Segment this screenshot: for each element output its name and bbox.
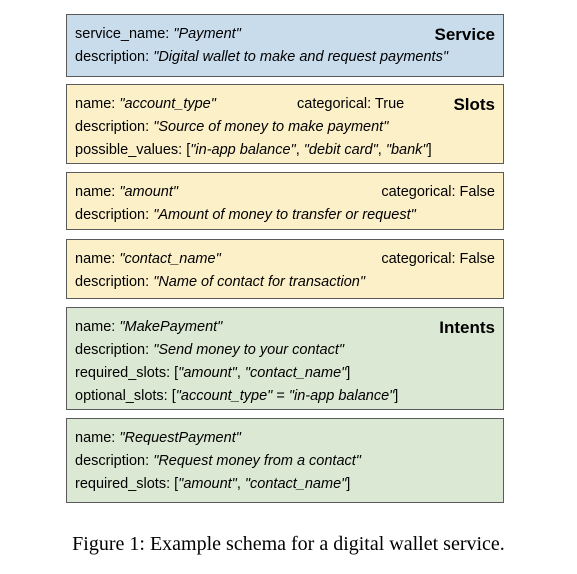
intent-description-value: "Request money from a contact" <box>153 453 361 469</box>
service-description-key: description: <box>75 49 154 65</box>
slot-description-line: description: "Name of contact for transa… <box>75 271 495 294</box>
service-tag: Service <box>434 25 496 44</box>
equals: = <box>272 388 289 404</box>
separator: , <box>295 142 304 158</box>
slot-default-value: "in-app balance" <box>288 388 395 404</box>
intent-description-line: description: "Send money to your contact… <box>75 339 495 362</box>
intent-box-request-payment: name: "RequestPayment" description: "Req… <box>66 418 504 503</box>
bracket-close: ] <box>346 365 351 381</box>
intent-description-line: description: "Request money from a conta… <box>75 450 495 473</box>
slot-categorical: categorical: False <box>381 184 495 200</box>
slot-ref: "contact_name" <box>244 476 347 492</box>
slot-description-line: description: "Amount of money to transfe… <box>75 204 495 227</box>
intent-name-key: name: <box>75 430 120 446</box>
bracket-close: ] <box>394 388 399 404</box>
slot-ref: "amount" <box>178 365 237 381</box>
intent-name-key: name: <box>75 319 120 335</box>
intent-name-value: "MakePayment" <box>119 319 223 335</box>
intent-description-key: description: <box>75 453 154 469</box>
slot-name-value: "amount" <box>119 184 179 200</box>
slot-box-account-type: name: "account_type" categorical: True S… <box>66 84 504 164</box>
slot-ref: "contact_name" <box>244 365 347 381</box>
slot-name-key: name: <box>75 184 120 200</box>
intent-description-value: "Send money to your contact" <box>153 342 345 358</box>
slot-description-key: description: <box>75 119 154 135</box>
slot-description-line: description: "Source of money to make pa… <box>75 116 495 139</box>
possible-value: "in-app balance" <box>190 142 296 158</box>
intent-name-line: name: "RequestPayment" <box>75 427 495 450</box>
intent-required-slots-line: required_slots: ["amount", "contact_name… <box>75 473 495 496</box>
service-box: service_name: "Payment" Service descript… <box>66 14 504 77</box>
separator: , <box>236 476 245 492</box>
intent-name-value: "RequestPayment" <box>119 430 241 446</box>
intents-tag: Intents <box>439 318 495 337</box>
slot-categorical: categorical: True <box>297 96 405 112</box>
slot-name-line: name: "account_type" categorical: True S… <box>75 93 495 116</box>
slot-possible-values-line: possible_values: ["in-app balance", "deb… <box>75 139 495 162</box>
slot-box-contact-name: name: "contact_name" categorical: False … <box>66 239 504 299</box>
slot-description-value: "Amount of money to transfer or request" <box>153 207 416 223</box>
possible-values-key: possible_values: [ <box>75 142 191 158</box>
possible-value: "debit card" <box>303 142 378 158</box>
required-slots-key: required_slots: [ <box>75 365 179 381</box>
slot-description-value: "Source of money to make payment" <box>153 119 389 135</box>
slot-name-key: name: <box>75 96 120 112</box>
slot-description-key: description: <box>75 207 154 223</box>
figure-caption: Figure 1: Example schema for a digital w… <box>72 533 505 555</box>
service-description-line: description: "Digital wallet to make and… <box>75 46 495 69</box>
intent-description-key: description: <box>75 342 154 358</box>
possible-value: "bank" <box>385 142 428 158</box>
slot-categorical: categorical: False <box>381 251 495 267</box>
intent-box-make-payment: name: "MakePayment" Intents description:… <box>66 307 504 410</box>
intent-name-line: name: "MakePayment" Intents <box>75 316 495 339</box>
slot-name-value: "contact_name" <box>119 251 221 267</box>
slot-name-value: "account_type" <box>119 96 216 112</box>
slot-box-amount: name: "amount" categorical: False descri… <box>66 172 504 230</box>
service-name-line: service_name: "Payment" Service <box>75 23 495 46</box>
slot-ref: "account_type" <box>175 388 273 404</box>
separator: , <box>377 142 386 158</box>
service-name-key: service_name: <box>75 26 174 42</box>
bracket-close: ] <box>346 476 351 492</box>
slot-name-line: name: "amount" categorical: False <box>75 181 495 204</box>
intent-required-slots-line: required_slots: ["amount", "contact_name… <box>75 362 495 385</box>
service-name-value: "Payment" <box>173 26 241 42</box>
slot-ref: "amount" <box>178 476 237 492</box>
required-slots-key: required_slots: [ <box>75 476 179 492</box>
optional-slots-key: optional_slots: [ <box>75 388 176 404</box>
separator: , <box>236 365 245 381</box>
slot-description-key: description: <box>75 274 154 290</box>
slots-tag: Slots <box>453 95 495 114</box>
slot-name-line: name: "contact_name" categorical: False <box>75 248 495 271</box>
bracket-close: ] <box>427 142 432 158</box>
slot-name-key: name: <box>75 251 120 267</box>
intent-optional-slots-line: optional_slots: ["account_type" = "in-ap… <box>75 385 495 408</box>
slot-description-value: "Name of contact for transaction" <box>153 274 365 290</box>
service-description-value: "Digital wallet to make and request paym… <box>153 49 448 65</box>
